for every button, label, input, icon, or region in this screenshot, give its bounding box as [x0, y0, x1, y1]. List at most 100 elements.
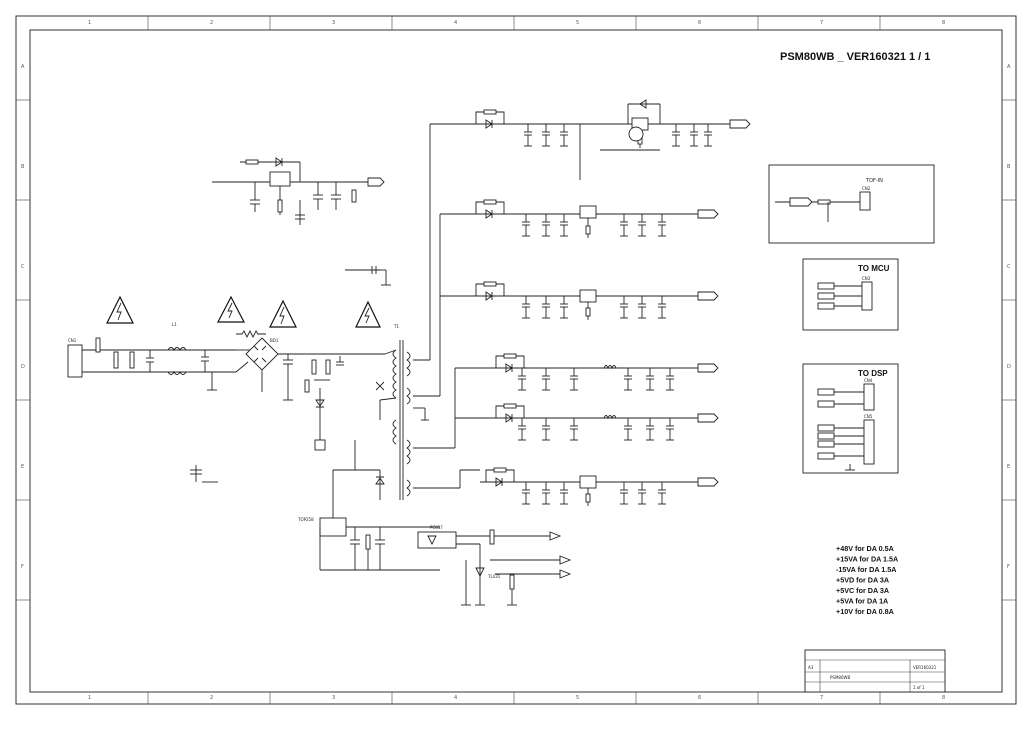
output-rating: +48V for DA 0.5A	[836, 544, 894, 553]
rectifier-diode	[505, 413, 513, 423]
optocoupler-pc817	[417, 531, 457, 549]
to-mcu-panel: TO MCU CN3	[802, 258, 899, 331]
inner-frame	[29, 29, 1003, 693]
output-channel	[490, 353, 719, 391]
tomcu-title: TO MCU	[858, 264, 890, 273]
warning-triangle-icon	[355, 300, 381, 328]
transformer-t1: T1	[375, 324, 411, 500]
title-block: A3 PSM80WB VER160321 1 of 1	[804, 649, 946, 693]
zone-label: 3	[332, 695, 335, 701]
primary-winding	[392, 349, 397, 399]
pass-transistor	[628, 126, 644, 142]
cn2-connector	[859, 191, 871, 211]
zone-label: 6	[698, 695, 701, 701]
net-port	[697, 477, 719, 487]
filter-inductor	[603, 365, 617, 370]
output-channel	[470, 199, 719, 238]
output-rating: +5VD for DA 3A	[836, 576, 889, 585]
u2-label: PC817	[430, 525, 443, 530]
warning-triangle-icon	[106, 295, 134, 324]
title-block-doc: PSM80WB	[830, 675, 850, 680]
output-channel	[490, 403, 719, 441]
net-port	[697, 413, 719, 423]
rectifier-diode	[485, 119, 493, 129]
zone-label: 5	[576, 695, 579, 701]
to-dsp-panel: TO DSP CN4 CN5	[802, 363, 899, 474]
todsp-title: TO DSP	[858, 369, 888, 378]
net-port	[697, 291, 719, 301]
standby-regulator	[212, 157, 391, 286]
zone-label: E	[1007, 464, 1010, 470]
zone-label: D	[21, 364, 25, 370]
filter-inductor	[603, 415, 617, 420]
title-block-size: A3	[808, 665, 814, 670]
cn5-connector	[863, 419, 875, 465]
feedback-loop: PC817 TL431	[417, 525, 572, 606]
zone-label: D	[1007, 364, 1011, 370]
zone-label: 1	[88, 695, 91, 701]
outer-frame	[15, 15, 1017, 705]
rectifier-diode	[495, 477, 503, 487]
cn4-label: CN4	[864, 378, 873, 383]
rectifier-diode	[485, 209, 493, 219]
ac-input-section: CN1 L1 BD1	[67, 322, 300, 483]
hv-warning-symbols	[106, 295, 381, 328]
cn4-connector	[863, 383, 875, 411]
zone-label: 6	[698, 20, 701, 26]
output-rating-list: +48V for DA 0.5A +15VA for DA 1.5A-15VA f…	[836, 544, 898, 616]
zone-label: 2	[210, 20, 213, 26]
pwm-controller-top258: TOP258	[297, 440, 440, 571]
tof-in-panel: TOF-IN CN2	[768, 164, 935, 244]
output-rating: +10V for DA 0.8A	[836, 607, 894, 616]
rectifier-diode	[485, 291, 493, 301]
common-mode-choke-l1	[167, 347, 187, 351]
zone-label: B	[21, 164, 25, 170]
rcd-clamp	[300, 353, 385, 451]
sheet-title: PSM80WB _ VER160321 1 / 1	[780, 51, 930, 63]
linear-regulator	[579, 475, 597, 489]
zone-label: B	[1007, 164, 1011, 170]
zone-label: 8	[942, 695, 945, 701]
rectifier-diode	[505, 363, 513, 373]
output-channel	[470, 99, 751, 180]
q1-label: TL431	[487, 574, 501, 579]
net-port	[697, 363, 719, 373]
zone-label: 8	[942, 20, 945, 26]
warning-triangle-icon	[269, 299, 297, 328]
net-port	[697, 209, 719, 219]
output-channel	[470, 281, 719, 320]
output-channels	[470, 99, 751, 506]
linear-regulator	[579, 289, 597, 303]
cn3-connector	[861, 281, 873, 311]
secondary-interconnect	[413, 123, 490, 489]
title-block-rev: VER160321	[913, 665, 937, 670]
output-rating: -15VA for DA 1.5A	[836, 565, 896, 574]
zone-label: 5	[576, 20, 579, 26]
cn3-label: CN3	[862, 276, 871, 281]
zone-label: F	[1007, 564, 1010, 570]
tl431-regulator	[475, 567, 485, 578]
net-port	[729, 119, 751, 129]
zone-label: E	[21, 464, 24, 470]
title-block-sheet: 1 of 1	[913, 685, 925, 690]
cn1-label: CN1	[68, 338, 77, 343]
ntc-thermistor	[236, 329, 266, 339]
u1-ic	[319, 517, 347, 537]
tofin-title: TOF-IN	[865, 178, 883, 184]
bd1-label: BD1	[270, 338, 279, 343]
zone-label: 1	[88, 20, 91, 26]
warning-triangle-icon	[217, 295, 245, 323]
zone-label: A	[21, 64, 25, 70]
ac-connector-cn1	[67, 344, 83, 378]
zone-label: 7	[820, 20, 823, 26]
zone-label: C	[21, 264, 25, 270]
output-channel	[480, 467, 719, 506]
zone-label: F	[21, 564, 24, 570]
output-rating: +15VA for DA 1.5A	[836, 555, 898, 564]
zone-ticks	[16, 16, 1016, 704]
zone-label: 4	[454, 20, 457, 26]
zone-label: 2	[210, 695, 213, 701]
